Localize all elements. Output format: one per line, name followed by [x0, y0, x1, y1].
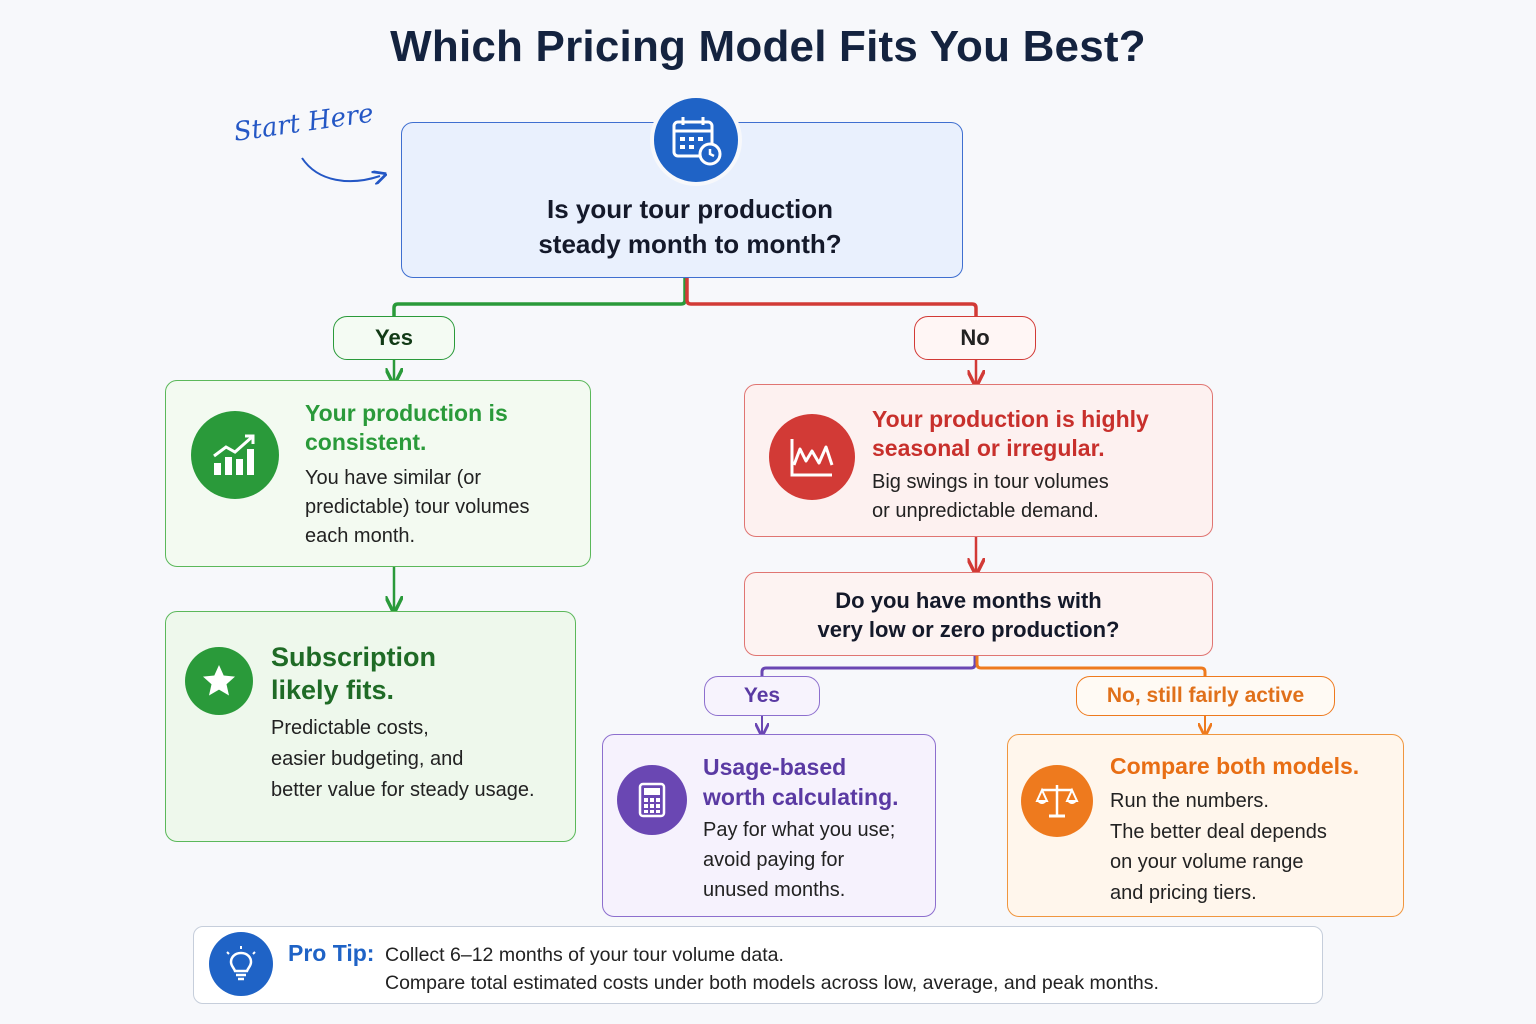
- yes-branch-line: [392, 278, 687, 318]
- consistent-body: You have similar (or predictable) tour v…: [305, 464, 530, 551]
- usage-body: Pay for what you use; avoid paying for u…: [703, 815, 895, 905]
- calendar-clock-icon: [650, 94, 742, 186]
- subscription-body-line2: easier budgeting, and: [271, 748, 464, 770]
- consistent-heading: Your production is consistent.: [305, 399, 508, 457]
- usage-heading: Usage-based worth calculating.: [703, 752, 899, 812]
- compare-body-line2: The better deal depends: [1110, 820, 1327, 843]
- answer-no2-pill: No, still fairly active: [1076, 676, 1335, 716]
- compare-heading: Compare both models.: [1110, 753, 1360, 779]
- no-branch-line: [685, 278, 978, 318]
- consistent-body-line1: You have similar (or: [305, 467, 482, 489]
- pro-tip-text: Collect 6–12 months of your tour volume …: [385, 941, 1159, 997]
- subscription-heading-line1: Subscription: [271, 642, 437, 672]
- compare-body: Run the numbers. The better deal depends…: [1110, 786, 1327, 908]
- consistent-heading-line2: consistent.: [305, 429, 427, 455]
- compare-body-line1: Run the numbers.: [1110, 790, 1269, 812]
- seasonal-heading: Your production is highly seasonal or ir…: [872, 405, 1149, 463]
- question2-line1: Do you have months with: [835, 588, 1102, 613]
- usage-body-line3: unused months.: [703, 879, 846, 901]
- usage-heading-line1: Usage-based: [703, 754, 847, 780]
- star-icon: [185, 647, 253, 715]
- no2-branch-line: [975, 656, 1207, 676]
- calculator-icon: [617, 765, 687, 835]
- subscription-body: Predictable costs, easier budgeting, and…: [271, 713, 535, 806]
- question2-text: Do you have months with very low or zero…: [744, 586, 1193, 644]
- subscription-body-line3: better value for steady usage.: [271, 779, 535, 801]
- seasonal-body: Big swings in tour volumes or unpredicta…: [872, 468, 1109, 526]
- usage-body-line1: Pay for what you use;: [703, 819, 896, 841]
- question2-box: [744, 572, 1213, 656]
- answer-yes2-pill: Yes: [704, 676, 820, 716]
- usage-heading-line2: worth calculating.: [703, 784, 899, 810]
- page-title: Which Pricing Model Fits You Best?: [390, 22, 1146, 71]
- yes2-branch-line: [760, 656, 977, 678]
- usage-body-line2: avoid paying for: [703, 849, 845, 871]
- pro-tip-box: [193, 926, 1323, 1004]
- answer-no-pill: No: [914, 316, 1036, 360]
- pro-tip-line2: Compare total estimated costs under both…: [385, 972, 1159, 994]
- seasonal-body-line1: Big swings in tour volumes: [872, 471, 1109, 493]
- consistent-body-line2: predictable) tour volumes: [305, 496, 530, 518]
- answer-yes-pill: Yes: [333, 316, 455, 360]
- seasonal-body-line2: or unpredictable demand.: [872, 500, 1099, 522]
- subscription-heading-line2: likely fits.: [271, 675, 395, 705]
- growth-chart-icon: [191, 411, 279, 499]
- compare-body-line4: and pricing tiers.: [1110, 881, 1257, 904]
- pro-tip-line1: Collect 6–12 months of your tour volume …: [385, 944, 784, 966]
- subscription-body-line1: Predictable costs,: [271, 717, 429, 739]
- pro-tip-label: Pro Tip:: [288, 940, 375, 966]
- seasonal-heading-line1: Your production is highly: [872, 406, 1149, 432]
- question1-line1: Is your tour production: [547, 194, 833, 224]
- seasonal-heading-line2: seasonal or irregular.: [872, 435, 1105, 461]
- question1-line2: steady month to month?: [538, 229, 842, 259]
- question1-text: Is your tour production steady month to …: [401, 192, 979, 262]
- wave-chart-icon: [769, 414, 855, 500]
- consistent-heading-line1: Your production is: [305, 400, 508, 426]
- consistent-body-line3: each month.: [305, 525, 416, 547]
- question2-line2: very low or zero production?: [817, 617, 1120, 642]
- start-arrow: [301, 157, 380, 181]
- compare-body-line3: on your volume range: [1110, 851, 1304, 873]
- subscription-heading: Subscription likely fits.: [271, 641, 436, 707]
- scales-icon: [1021, 765, 1093, 837]
- lightbulb-icon: [209, 932, 273, 996]
